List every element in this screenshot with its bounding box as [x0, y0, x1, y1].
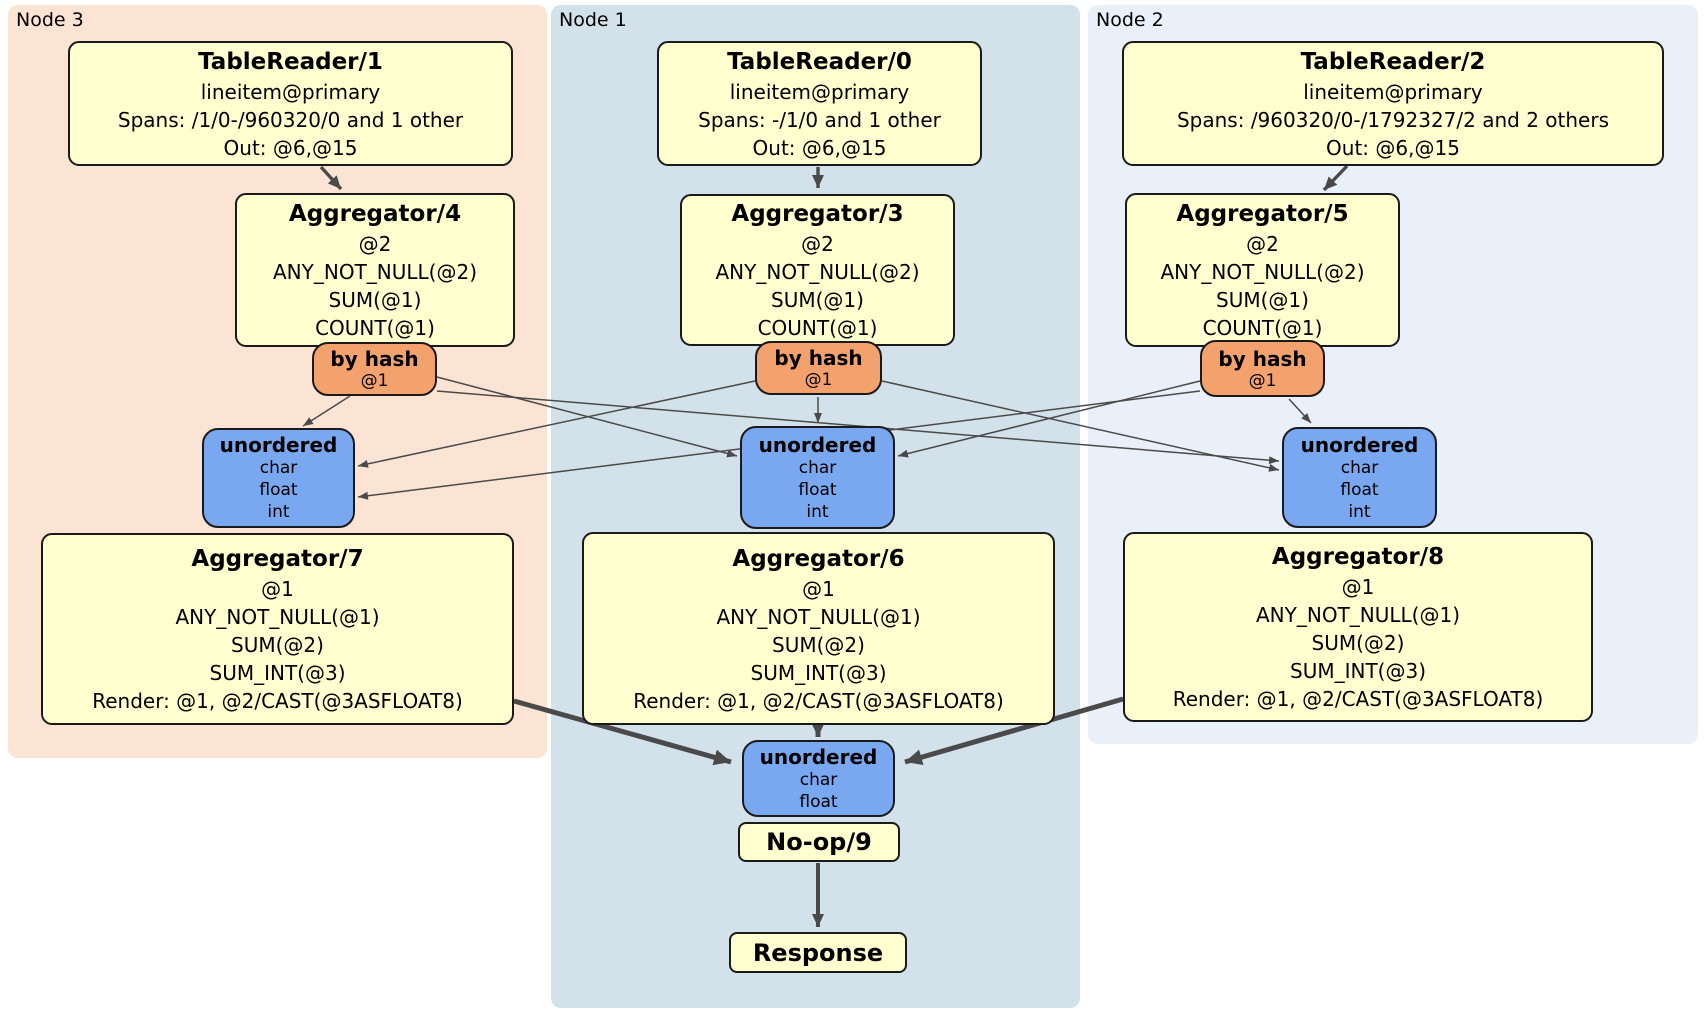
aggregator-8-box: Aggregator/8 @1 ANY_NOT_NULL(@1) SUM(@2)…: [1123, 532, 1593, 722]
aggregator-6-fn1: ANY_NOT_NULL(@1): [716, 604, 921, 629]
aggregator-4-title: Aggregator/4: [288, 201, 462, 227]
router-4-column: @1: [360, 371, 389, 391]
aggregator-3-fn3: COUNT(@1): [757, 316, 878, 340]
tablereader-1-out: Out: @6,@15: [223, 135, 358, 160]
node2-label: Node 2: [1096, 9, 1164, 31]
sync-7-type-char: char: [259, 458, 298, 478]
aggregator-6-render: Render: @1, @2/CAST(@3ASFLOAT8): [633, 688, 1004, 713]
sync-6-type-int: int: [806, 501, 829, 522]
aggregator-3-fn2: SUM(@1): [771, 288, 864, 312]
router-5-title: by hash: [1218, 346, 1307, 371]
router-3-title: by hash: [774, 346, 863, 370]
aggregator-8-title: Aggregator/8: [1271, 544, 1445, 570]
edge-tr1-agg4: [319, 165, 343, 191]
sync-final-type-float: float: [799, 791, 838, 812]
edge-agg7-sfinal: [513, 698, 732, 766]
aggregator-5-fn2: SUM(@1): [1216, 288, 1309, 312]
aggregator-4-fn2: SUM(@1): [328, 288, 422, 312]
response-box: Response: [729, 932, 907, 973]
aggregator-5-fn1: ANY_NOT_NULL(@2): [1160, 260, 1365, 284]
sync-7-title: unordered: [219, 433, 338, 457]
sync-8-type-float: float: [1340, 479, 1379, 500]
aggregator-4-fn1: ANY_NOT_NULL(@2): [273, 260, 477, 284]
tablereader-1-index: lineitem@primary: [200, 79, 381, 104]
sync-7-type-float: float: [259, 480, 298, 500]
sync-8-type-char: char: [1340, 457, 1379, 478]
router-by-hash-4: by hash @1: [312, 342, 437, 396]
tablereader-2-spans: Spans: /960320/0-/1792327/2 and 2 others: [1176, 107, 1609, 132]
router-4-title: by hash: [330, 347, 419, 371]
edge-r5-s8: [1288, 398, 1312, 424]
aggregator-8-fn1: ANY_NOT_NULL(@1): [1256, 603, 1460, 627]
sync-final-title: unordered: [759, 744, 878, 769]
tablereader-1-spans: Spans: /1/0-/960320/0 and 1 other: [117, 107, 464, 132]
aggregator-3-box: Aggregator/3 @2 ANY_NOT_NULL(@2) SUM(@1)…: [680, 194, 955, 346]
aggregator-4-box: Aggregator/4 @2 ANY_NOT_NULL(@2) SUM(@1)…: [235, 193, 515, 347]
aggregator-5-title: Aggregator/5: [1176, 201, 1349, 227]
aggregator-6-group: @1: [802, 576, 835, 601]
sync-6-title: unordered: [758, 432, 877, 457]
aggregator-8-fn3: SUM_INT(@3): [1290, 659, 1426, 683]
sync-6-type-char: char: [798, 457, 837, 478]
router-by-hash-3: by hash @1: [755, 341, 882, 395]
node3-label: Node 3: [16, 9, 84, 31]
aggregator-8-fn2: SUM(@2): [1311, 631, 1405, 655]
aggregator-6-box: Aggregator/6 @1 ANY_NOT_NULL(@1) SUM(@2)…: [582, 532, 1055, 725]
router-by-hash-5: by hash @1: [1200, 340, 1325, 397]
aggregator-6-fn2: SUM(@2): [772, 632, 865, 657]
aggregator-5-fn3: COUNT(@1): [1202, 316, 1323, 340]
tablereader-aggregator-arrows: [319, 164, 1349, 192]
router-3-column: @1: [804, 370, 833, 390]
tablereader-2-title: TableReader/2: [1300, 48, 1486, 75]
tablereader-1-box: TableReader/1 lineitem@primary Spans: /1…: [68, 41, 513, 166]
tablereader-1-title: TableReader/1: [198, 48, 383, 75]
noop-9-title: No-op/9: [766, 828, 872, 856]
node1-label: Node 1: [559, 9, 627, 31]
aggregator-6-title: Aggregator/6: [732, 545, 905, 572]
noop-9-box: No-op/9: [738, 822, 900, 862]
aggregator-7-fn3: SUM_INT(@3): [209, 661, 346, 685]
aggregator-4-fn3: COUNT(@1): [315, 316, 435, 340]
tablereader-0-title: TableReader/0: [727, 48, 912, 75]
sync-unordered-8: unordered char float int: [1282, 427, 1437, 528]
aggregator-5-box: Aggregator/5 @2 ANY_NOT_NULL(@2) SUM(@1)…: [1125, 193, 1400, 347]
sync-6-type-float: float: [798, 479, 837, 500]
tablereader-0-spans: Spans: -/1/0 and 1 other: [698, 107, 941, 132]
sync-8-type-int: int: [1348, 501, 1371, 522]
aggregator-8-render: Render: @1, @2/CAST(@3ASFLOAT8): [1172, 687, 1544, 711]
aggregator-7-fn1: ANY_NOT_NULL(@1): [175, 605, 380, 629]
edge-r4-s7: [302, 395, 351, 427]
aggregator-3-fn1: ANY_NOT_NULL(@2): [715, 260, 920, 284]
sync-unordered-6: unordered char float int: [740, 426, 895, 529]
edge-r5-s6: [897, 380, 1201, 458]
tablereader-0-index: lineitem@primary: [729, 79, 910, 104]
edge-agg8-sfinal: [904, 696, 1124, 765]
aggregator-3-group: @2: [801, 232, 834, 256]
tablereader-2-index: lineitem@primary: [1303, 79, 1483, 104]
tablereader-0-box: TableReader/0 lineitem@primary Spans: -/…: [657, 41, 982, 166]
aggregator-5-group: @2: [1246, 232, 1279, 256]
tablereader-2-box: TableReader/2 lineitem@primary Spans: /9…: [1122, 41, 1664, 166]
tablereader-0-out: Out: @6,@15: [752, 135, 887, 160]
sync-unordered-final: unordered char float: [742, 740, 895, 817]
sync-unordered-7: unordered char float int: [202, 428, 355, 528]
edge-tr2-agg5: [1322, 164, 1349, 192]
response-title: Response: [752, 938, 884, 967]
aggregator-7-box: Aggregator/7 @1 ANY_NOT_NULL(@1) SUM(@2)…: [41, 533, 514, 725]
tablereader-2-out: Out: @6,@15: [1326, 135, 1460, 160]
aggregator-4-group: @2: [358, 232, 392, 256]
sync-8-title: unordered: [1300, 432, 1419, 457]
aggregator-7-fn2: SUM(@2): [231, 633, 324, 657]
aggregator-6-fn3: SUM_INT(@3): [750, 660, 887, 685]
edge-r3-s7: [357, 380, 756, 468]
sync-final-type-char: char: [799, 769, 838, 790]
aggregator-3-title: Aggregator/3: [731, 201, 904, 227]
sync-7-type-int: int: [267, 502, 290, 522]
router-5-column: @1: [1248, 370, 1277, 391]
aggregator-7-title: Aggregator/7: [191, 546, 364, 572]
aggregator-8-group: @1: [1341, 575, 1375, 599]
edge-r3-s8: [881, 380, 1280, 472]
aggregator-7-render: Render: @1, @2/CAST(@3ASFLOAT8): [92, 689, 463, 713]
aggregator-7-group: @1: [261, 577, 294, 601]
